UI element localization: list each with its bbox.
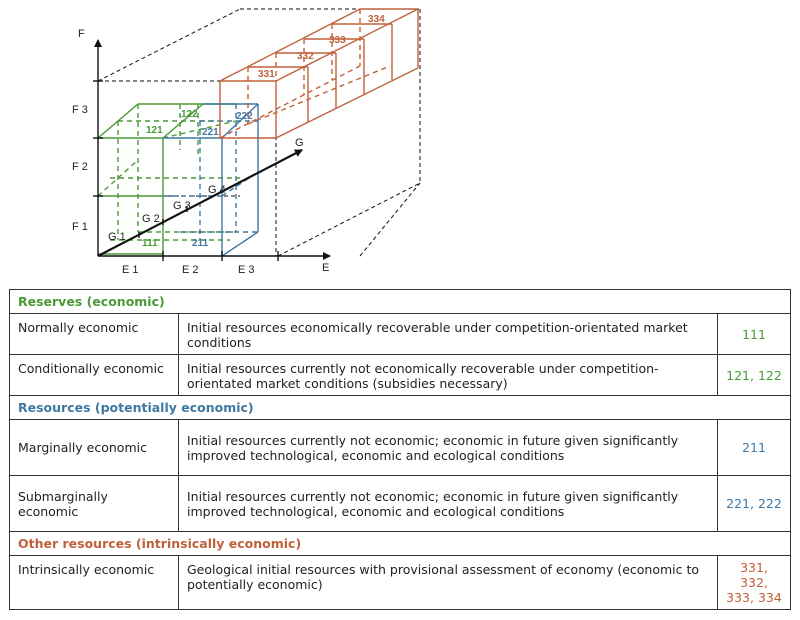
code-121: 121: [146, 125, 163, 136]
tick-g3: G 3: [173, 200, 191, 212]
tick-g2: G 2: [142, 213, 160, 225]
classification-table: Reserves (economic) Normally economic In…: [9, 289, 791, 610]
section-title-other-resources: Other resources (intrinsically economic): [9, 531, 791, 556]
code-334: 334: [368, 14, 385, 25]
code-222: 222: [236, 111, 253, 122]
section-reserves: Reserves (economic): [9, 289, 791, 314]
axes: [93, 39, 331, 261]
tick-f2: F 2: [72, 161, 88, 173]
code-122: 122: [181, 109, 198, 120]
description-cell: Geological initial resources with provis…: [178, 555, 718, 610]
codes-cell: 331, 332, 333, 334: [717, 555, 791, 610]
code-333: 333: [329, 35, 346, 46]
tick-g4: G 4: [208, 184, 226, 196]
codes-cell: 111: [717, 313, 791, 355]
axis-label-g: G: [295, 137, 304, 149]
tick-e2: E 2: [182, 264, 199, 276]
description-cell: Initial resources currently not economic…: [178, 475, 718, 532]
table-row: Intrinsically economic Geological initia…: [9, 555, 791, 610]
tick-g1: G 1: [108, 231, 126, 243]
section-other-resources: Other resources (intrinsically economic): [9, 531, 791, 556]
code-221: 221: [202, 127, 219, 138]
tick-e1: E 1: [122, 264, 139, 276]
codes-cell: 121, 122: [717, 354, 791, 396]
rust-cuboids: [219, 8, 419, 139]
description-cell: Initial resources currently not economic…: [178, 354, 718, 396]
code-111: 111: [142, 238, 158, 249]
axis-label-e: E: [322, 262, 329, 274]
section-title-resources: Resources (potentially economic): [9, 395, 791, 420]
unfc-3d-classification-diagram: F E G F 1 F 2 F 3 E 1 E 2 E 3 G 1 G 2 G …: [72, 8, 421, 276]
table-row: Marginally economic Initial resources cu…: [9, 419, 791, 476]
tick-e3: E 3: [238, 264, 255, 276]
codes-cell: 211: [717, 419, 791, 476]
section-resources: Resources (potentially economic): [9, 395, 791, 420]
category-cell: Intrinsically economic: [9, 555, 179, 610]
description-cell: Initial resources currently not economic…: [178, 419, 718, 476]
category-cell: Conditionally economic: [9, 354, 179, 396]
category-cell: Marginally economic: [9, 419, 179, 476]
blue-cuboids: [163, 103, 259, 257]
tick-f1: F 1: [72, 221, 88, 233]
category-cell: Normally economic: [9, 313, 179, 355]
description-cell: Initial resources economically recoverab…: [178, 313, 718, 355]
code-332: 332: [297, 51, 314, 62]
codes-cell: 221, 222: [717, 475, 791, 532]
table-row: Conditionally economic Initial resources…: [9, 354, 791, 396]
table-row: Normally economic Initial resources econ…: [9, 313, 791, 355]
category-cell: Submarginally economic: [9, 475, 179, 532]
section-title-reserves: Reserves (economic): [9, 289, 791, 314]
code-211: 211: [192, 238, 209, 249]
axis-label-f: F: [78, 28, 85, 40]
table-row: Submarginally economic Initial resources…: [9, 475, 791, 532]
green-cuboids: [97, 103, 240, 256]
code-331: 331: [258, 69, 275, 80]
tick-f3: F 3: [72, 104, 88, 116]
